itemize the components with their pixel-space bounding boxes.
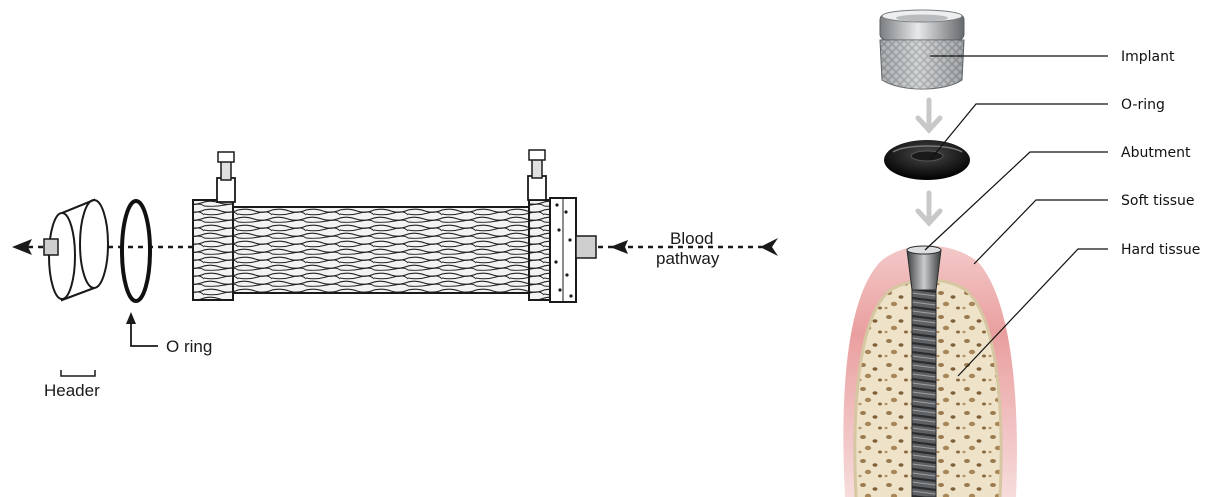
implant-label: Implant [1121,49,1175,65]
soft-tissue-leader [974,200,1108,264]
inlet-arrowhead [610,240,628,254]
dialysate-port-right [528,150,546,200]
abutment-collar [907,250,941,290]
dialyzer-diagram: Blood pathway O ring Header [12,150,778,400]
down-arrow-1 [918,100,940,130]
blood-inlet-nozzle [576,236,596,258]
o-ring-left [122,201,150,301]
header-outlet-nozzle [44,239,58,255]
dialysate-port-left [217,152,235,202]
implant-fixture [912,288,936,497]
implant-cap [880,10,964,89]
soft-tissue-label: Soft tissue [1121,193,1195,209]
o-ring-leader-arrowhead [126,312,136,324]
dental-implant-diagram: Implant O-ring Abutment Soft tissue Hard… [843,10,1200,497]
flow-tail-feather [760,238,778,256]
o-ring-label: O ring [166,337,212,356]
o-ring-right [884,140,970,180]
header-bracket [61,370,95,376]
o-ring-label-right: O-ring [1121,97,1165,113]
down-arrow-2 [918,193,940,223]
hard-tissue-label: Hard tissue [1121,242,1200,258]
dialyzer-body [193,198,576,302]
header-label: Header [44,381,100,400]
blood-pathway-label-line1: Blood [670,229,713,248]
abutment-label: Abutment [1121,145,1191,161]
blood-pathway-label-line2: pathway [656,249,720,268]
